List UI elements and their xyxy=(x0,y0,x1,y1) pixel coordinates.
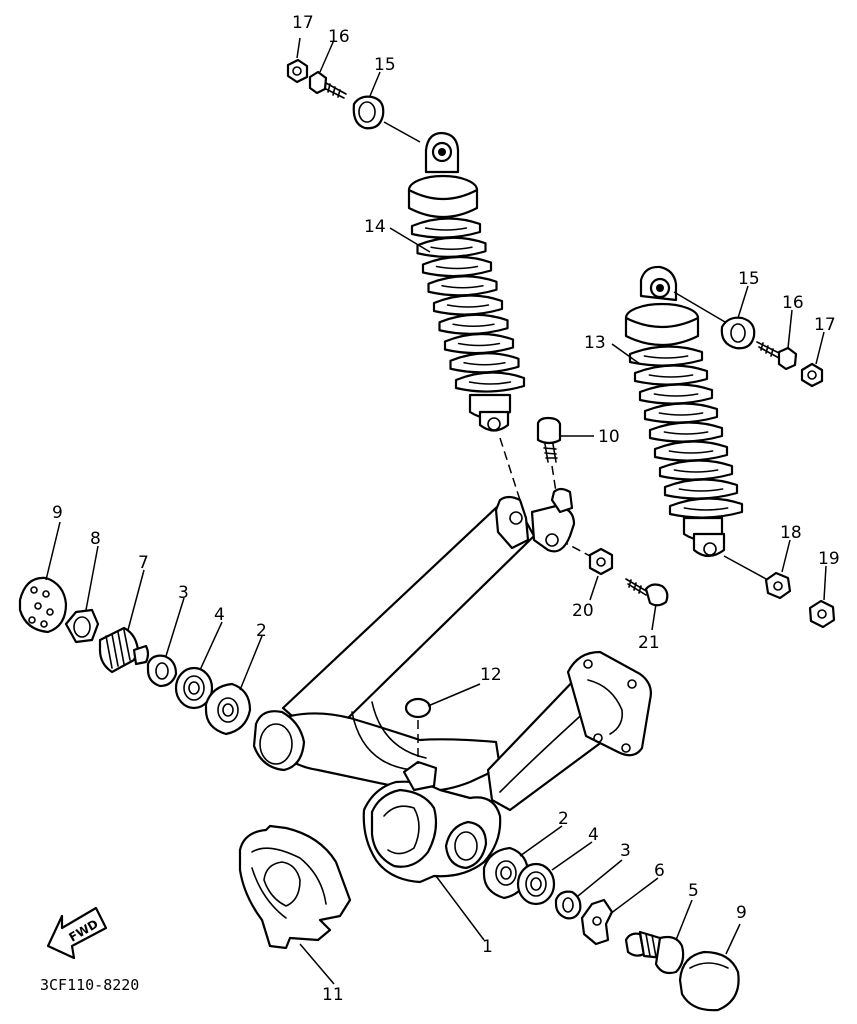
callout-15-right: 15 xyxy=(738,269,760,289)
locknut-8 xyxy=(64,608,100,644)
callout-20: 20 xyxy=(572,601,594,621)
callout-9-left: 9 xyxy=(52,503,63,523)
collar-3-right xyxy=(554,890,582,920)
bolt-10 xyxy=(536,416,562,463)
callout-14: 14 xyxy=(364,217,386,237)
lock-washer-6 xyxy=(580,898,614,946)
callout-21: 21 xyxy=(638,633,660,653)
seal-4-left xyxy=(174,666,214,710)
pivot-shaft-7 xyxy=(98,626,150,674)
spring-coil-inner xyxy=(658,412,704,416)
spring-coil xyxy=(668,497,744,519)
spring-coil-inner xyxy=(668,450,714,454)
callout-11: 11 xyxy=(322,985,344,1005)
callout-8: 8 xyxy=(90,529,101,549)
cap-9-right xyxy=(678,950,740,1012)
callout-9-right: 9 xyxy=(736,903,747,923)
callout-4-left: 4 xyxy=(214,605,225,625)
spring-coil xyxy=(427,275,498,297)
spring-coil xyxy=(449,352,520,374)
callout-6: 6 xyxy=(654,861,665,881)
callout-4-right: 4 xyxy=(588,825,599,845)
bearing-2-left xyxy=(204,682,252,736)
spring-coil-inner xyxy=(663,431,709,435)
callout-16-right: 16 xyxy=(782,293,804,313)
spring-coil-inner xyxy=(683,507,729,511)
spring-coil xyxy=(658,459,734,481)
spring-coil-inner xyxy=(653,393,699,397)
shock-absorber-14 xyxy=(407,131,526,432)
callout-2-right: 2 xyxy=(558,809,569,829)
callout-10: 10 xyxy=(598,427,620,447)
spring-coil xyxy=(438,313,509,335)
swingarm-1 xyxy=(252,487,652,884)
seal-4-right xyxy=(516,862,556,906)
callout-3-left: 3 xyxy=(178,583,189,603)
spring-coil xyxy=(648,421,724,443)
spring-coil-inner xyxy=(468,381,512,385)
spring-coil-inner xyxy=(441,284,484,289)
callout-7: 7 xyxy=(138,553,149,573)
spring-coil-inner xyxy=(424,227,468,231)
nut-19 xyxy=(808,599,836,629)
spring-coil-inner xyxy=(435,265,479,270)
bolt-16-top xyxy=(308,70,347,99)
spring-coil-inner xyxy=(673,469,719,473)
spring-coil-inner xyxy=(648,374,694,378)
spring-coil xyxy=(443,332,515,355)
spring-coil xyxy=(454,371,526,393)
callout-17-top: 17 xyxy=(292,13,314,33)
pivot-shaft-5 xyxy=(624,930,685,975)
callout-18: 18 xyxy=(780,523,802,543)
spring-coil xyxy=(643,402,719,424)
chain-case-11 xyxy=(238,824,352,950)
spring-coil-inner xyxy=(457,342,501,347)
callout-19: 19 xyxy=(818,549,840,569)
spring-coil xyxy=(663,478,739,500)
collar-15-top xyxy=(352,95,385,130)
spring-coil-inner xyxy=(463,361,506,366)
nut-17-right xyxy=(800,362,824,388)
spring-coil-inner xyxy=(452,323,495,328)
callout-12: 12 xyxy=(480,665,502,685)
spring-coil xyxy=(638,383,714,405)
bolt-21 xyxy=(625,578,669,607)
washer-18 xyxy=(764,571,792,600)
spring-coil-inner xyxy=(678,488,724,492)
collar-3-left xyxy=(146,654,178,688)
callout-1: 1 xyxy=(482,937,493,957)
spring-coil-inner xyxy=(430,246,473,251)
forward-direction-arrow: FWD xyxy=(46,906,108,960)
spring-coil xyxy=(633,364,709,386)
spring-coil xyxy=(416,236,487,258)
stopper-12 xyxy=(404,697,432,719)
spring-coil xyxy=(653,440,729,462)
cap-9-left xyxy=(18,576,68,634)
spring-coil xyxy=(628,345,704,367)
spring-coil xyxy=(432,294,504,316)
collar-15-right xyxy=(720,316,756,350)
callout-5: 5 xyxy=(688,881,699,901)
callout-13: 13 xyxy=(584,333,606,353)
bolt-16-right xyxy=(756,341,798,371)
shock-absorber-13 xyxy=(624,265,744,558)
callout-3-right: 3 xyxy=(620,841,631,861)
nut-17-top xyxy=(286,58,309,84)
diagram-code: 3CF110-8220 xyxy=(40,976,139,994)
callout-16-top: 16 xyxy=(328,27,350,47)
spring-coil-inner xyxy=(643,355,689,359)
spring-coil xyxy=(410,217,482,239)
coil-spring-13 xyxy=(628,345,744,519)
callout-17-right: 17 xyxy=(814,315,836,335)
spring-coil xyxy=(421,255,493,278)
spring-coil-inner xyxy=(446,304,490,308)
callout-2-left: 2 xyxy=(256,621,267,641)
nut-20 xyxy=(588,547,614,576)
callout-15-top: 15 xyxy=(374,55,396,75)
coil-spring-14 xyxy=(410,217,526,393)
